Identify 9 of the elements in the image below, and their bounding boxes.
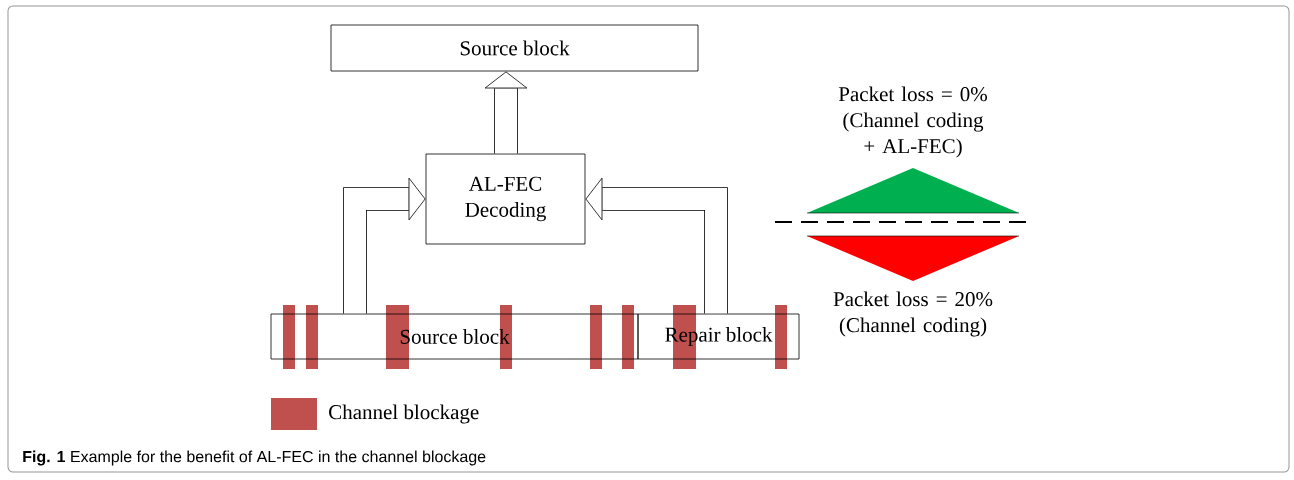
process-box: Source block: [330, 24, 699, 72]
block-arrow: [343, 177, 426, 314]
legend-label: Channel blockage: [329, 404, 479, 424]
block-arrow: [585, 177, 728, 314]
triangle-with-label: Packet loss = 0% (Channel coding + AL-FEC): [806, 86, 1020, 214]
caption: Fig. 1 Example for the benefit of AL-FEC in the channel blockage: [23, 450, 486, 466]
block-arrow: [484, 71, 528, 154]
process-box: AL-FEC Decoding: [425, 153, 586, 245]
triangle-with-label: Packet loss = 20% (Channel coding): [806, 235, 1020, 337]
